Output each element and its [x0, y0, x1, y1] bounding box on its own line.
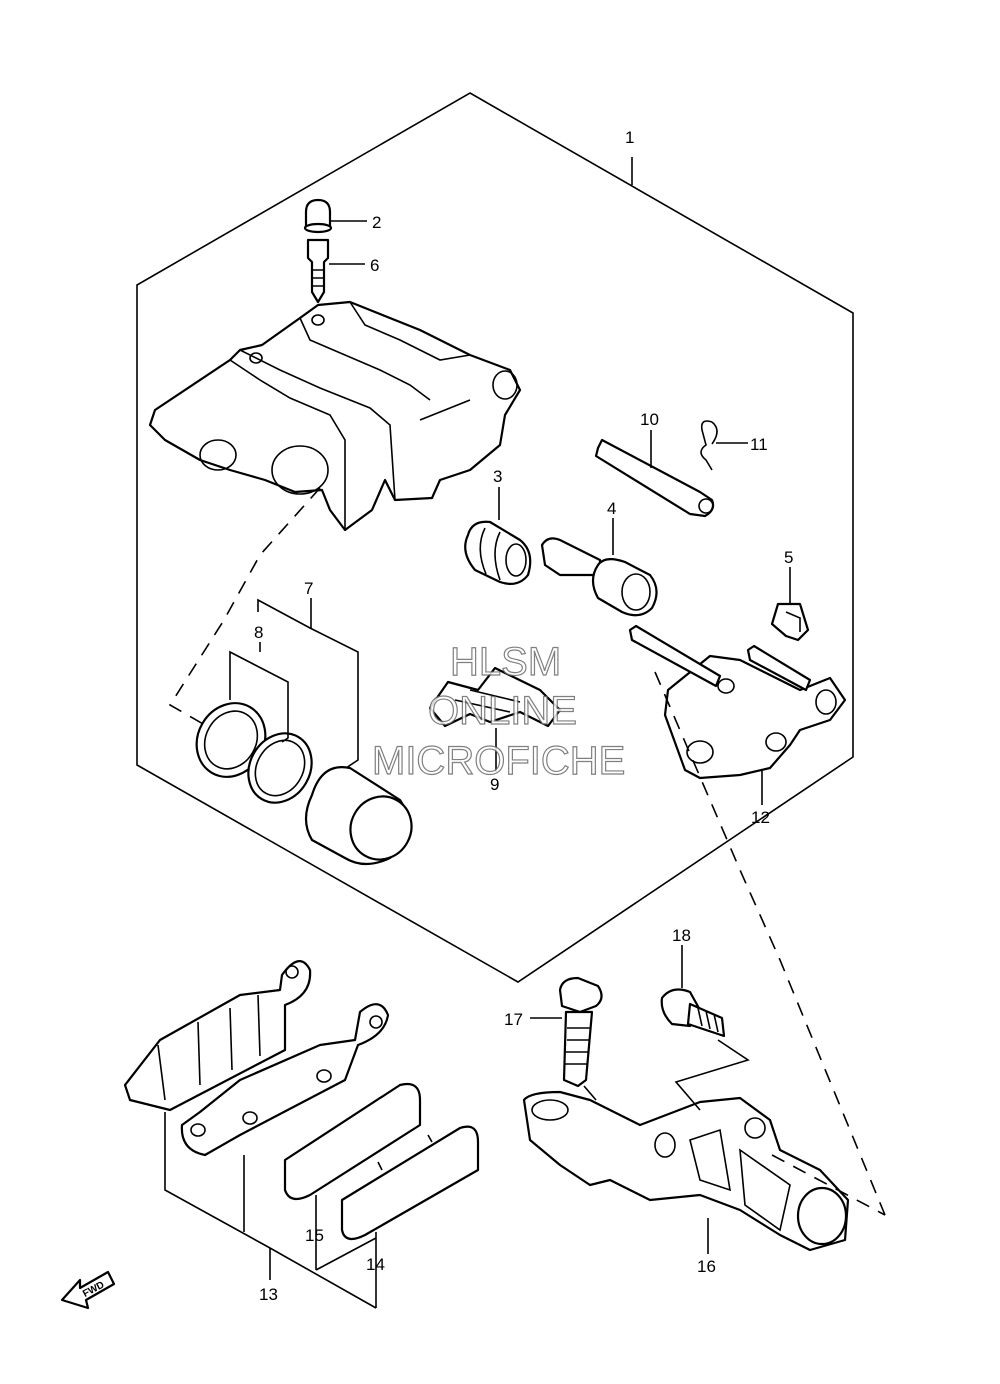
callout-3: 3	[493, 467, 502, 486]
slide-pin	[540, 537, 658, 617]
caliper-body	[148, 300, 522, 532]
callout-15: 15	[305, 1226, 324, 1245]
caliper-piston	[304, 766, 413, 866]
brake-pad-front	[180, 1003, 390, 1157]
pad-shim-inner	[340, 1125, 480, 1241]
caliper-bracket	[628, 624, 847, 780]
bracket-bolt	[558, 976, 603, 1088]
callout-11: 11	[750, 435, 768, 454]
callout-7: 7	[304, 579, 313, 598]
callout-6: 6	[370, 256, 379, 275]
pad-shim-outer	[283, 1082, 422, 1201]
callout-13: 13	[259, 1285, 278, 1304]
brake-pad-rear	[123, 960, 312, 1112]
spring-clip	[770, 602, 810, 642]
watermark-line-1: HLSM	[450, 640, 561, 684]
callout-2: 2	[372, 213, 381, 232]
callout-14: 14	[366, 1255, 385, 1274]
piston-seal-inner	[247, 732, 313, 804]
caliper-pin	[594, 438, 715, 518]
assembly-outline	[136, 92, 854, 983]
callout-12: 12	[751, 808, 770, 827]
caliper-holder	[522, 1090, 850, 1252]
fwd-arrow-icon: FWD	[60, 1270, 116, 1310]
pin-clip	[700, 420, 718, 471]
callout-5: 5	[784, 548, 793, 567]
callout-4: 4	[607, 499, 616, 518]
axle-bolt	[660, 988, 726, 1038]
callout-1: 1	[625, 128, 634, 147]
callout-8: 8	[254, 623, 263, 642]
alignment-lines	[168, 487, 886, 1216]
bleeder-screw	[306, 238, 330, 304]
callout-10: 10	[640, 410, 659, 429]
leader-lines	[164, 157, 791, 1309]
watermark: HLSM ONLINE MICROFICHE	[371, 639, 626, 783]
fwd-label: FWD	[81, 1280, 106, 1300]
slide-boot	[464, 520, 532, 585]
watermark-line-2: ONLINE	[428, 689, 577, 733]
pad-spring	[428, 666, 562, 728]
callout-labels: 1 2 6 10 11 3 4 5 7 8 9 12 18 17 15 14 1…	[254, 128, 793, 1304]
callout-16: 16	[697, 1257, 716, 1276]
callout-9: 9	[490, 775, 499, 794]
watermark-line-3: MICROFICHE	[372, 739, 625, 783]
callout-17: 17	[504, 1010, 523, 1029]
bleeder-cap	[303, 198, 333, 234]
callout-18: 18	[672, 926, 691, 945]
